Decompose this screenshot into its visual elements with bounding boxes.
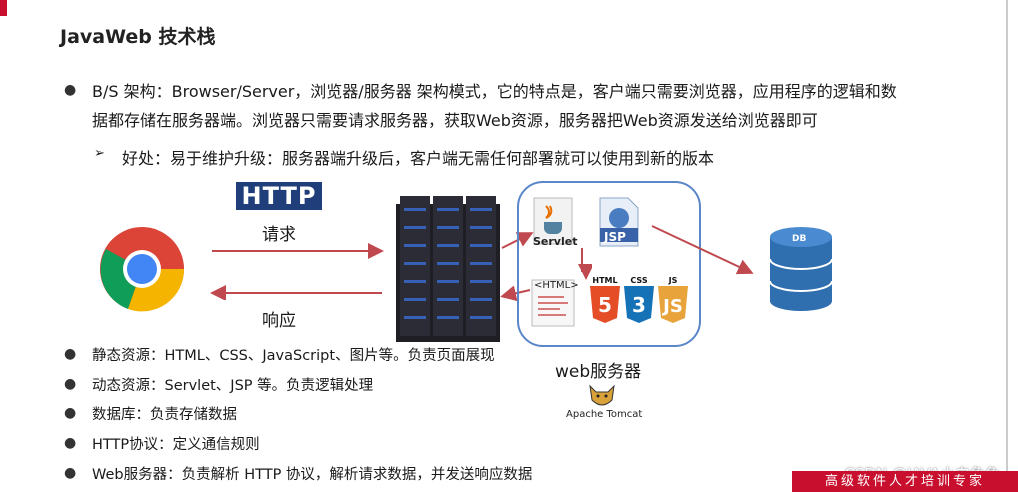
css3-title: CSS — [630, 276, 648, 285]
jsp-file-icon — [599, 197, 639, 247]
bullet-http-protocol: HTTP协议：定义通信规则 — [92, 437, 260, 453]
servlet-label: Servlet — [533, 235, 578, 248]
server-rack-icon — [396, 196, 500, 342]
js-title: JS — [668, 276, 678, 285]
bullet-dynamic-resources: 动态资源：Servlet、JSP 等。负责逻辑处理 — [92, 378, 374, 394]
advantage-text: 好处：易于维护升级：服务器端升级后，客户端无需任何部署就可以使用到新的版本 — [122, 149, 715, 168]
svg-text:3: 3 — [632, 293, 646, 317]
svg-text:JS: JS — [661, 296, 683, 317]
bullet-dot: ● — [64, 465, 77, 481]
tomcat-logo-icon — [589, 384, 615, 406]
html-doc-label: <HTML> — [534, 280, 579, 291]
servlet-to-html-arrow — [578, 248, 592, 280]
html-document-icon — [531, 279, 575, 327]
corner-accent — [0, 0, 7, 16]
db-label: DB — [792, 234, 807, 244]
servlet-java-icon — [533, 197, 573, 245]
web-server-label: web服务器 — [555, 362, 642, 382]
web-server-box — [517, 181, 701, 347]
http-logo: HTTP — [236, 182, 322, 210]
bullet-dot: ● — [64, 376, 77, 392]
bullet-dot: ● — [64, 82, 77, 98]
database-icon — [769, 227, 833, 311]
bullet-dot: ● — [64, 435, 77, 451]
bullet-static-resources: 静态资源：HTML、CSS、JavaScript、图片等。负责页面展现 — [92, 348, 495, 364]
javascript-icon: JS — [658, 286, 688, 323]
request-label: 请求 — [262, 225, 296, 245]
bs-architecture-text: B/S 架构：Browser/Server，浏览器/服务器 架构模式，它的特点是… — [92, 77, 992, 135]
scrollbar[interactable] — [1006, 0, 1008, 492]
css3-icon: 3 — [624, 286, 654, 323]
html5-title: HTML — [592, 276, 618, 285]
bs-line-2: 据都存储在服务器端。浏览器只需要请求服务器，获取Web资源，服务器把Web资源发… — [92, 111, 818, 130]
slide-title: JavaWeb 技术栈 — [60, 26, 216, 48]
training-banner: 高级软件人才培训专家 — [792, 471, 1018, 492]
jsp-to-db-arrow — [651, 225, 754, 275]
jsp-label: JSP — [604, 230, 626, 244]
request-response-arrows — [210, 243, 384, 300]
chrome-browser-icon — [100, 227, 185, 312]
bullet-web-server: Web服务器：负责解析 HTTP 协议，解析请求数据，并发送响应数据 — [92, 467, 533, 483]
bullet-dot: ● — [64, 346, 77, 362]
svg-text:5: 5 — [598, 293, 612, 317]
arrow-bullet-icon: ➢ — [94, 146, 105, 161]
bullet-dot: ● — [64, 405, 77, 421]
response-label: 响应 — [262, 311, 296, 331]
bs-line-1: B/S 架构：Browser/Server，浏览器/服务器 架构模式，它的特点是… — [92, 82, 897, 101]
tomcat-label: Apache Tomcat — [566, 409, 643, 420]
bullet-database: 数据库：负责存储数据 — [92, 407, 237, 423]
html5-icon: 5 — [590, 286, 620, 323]
